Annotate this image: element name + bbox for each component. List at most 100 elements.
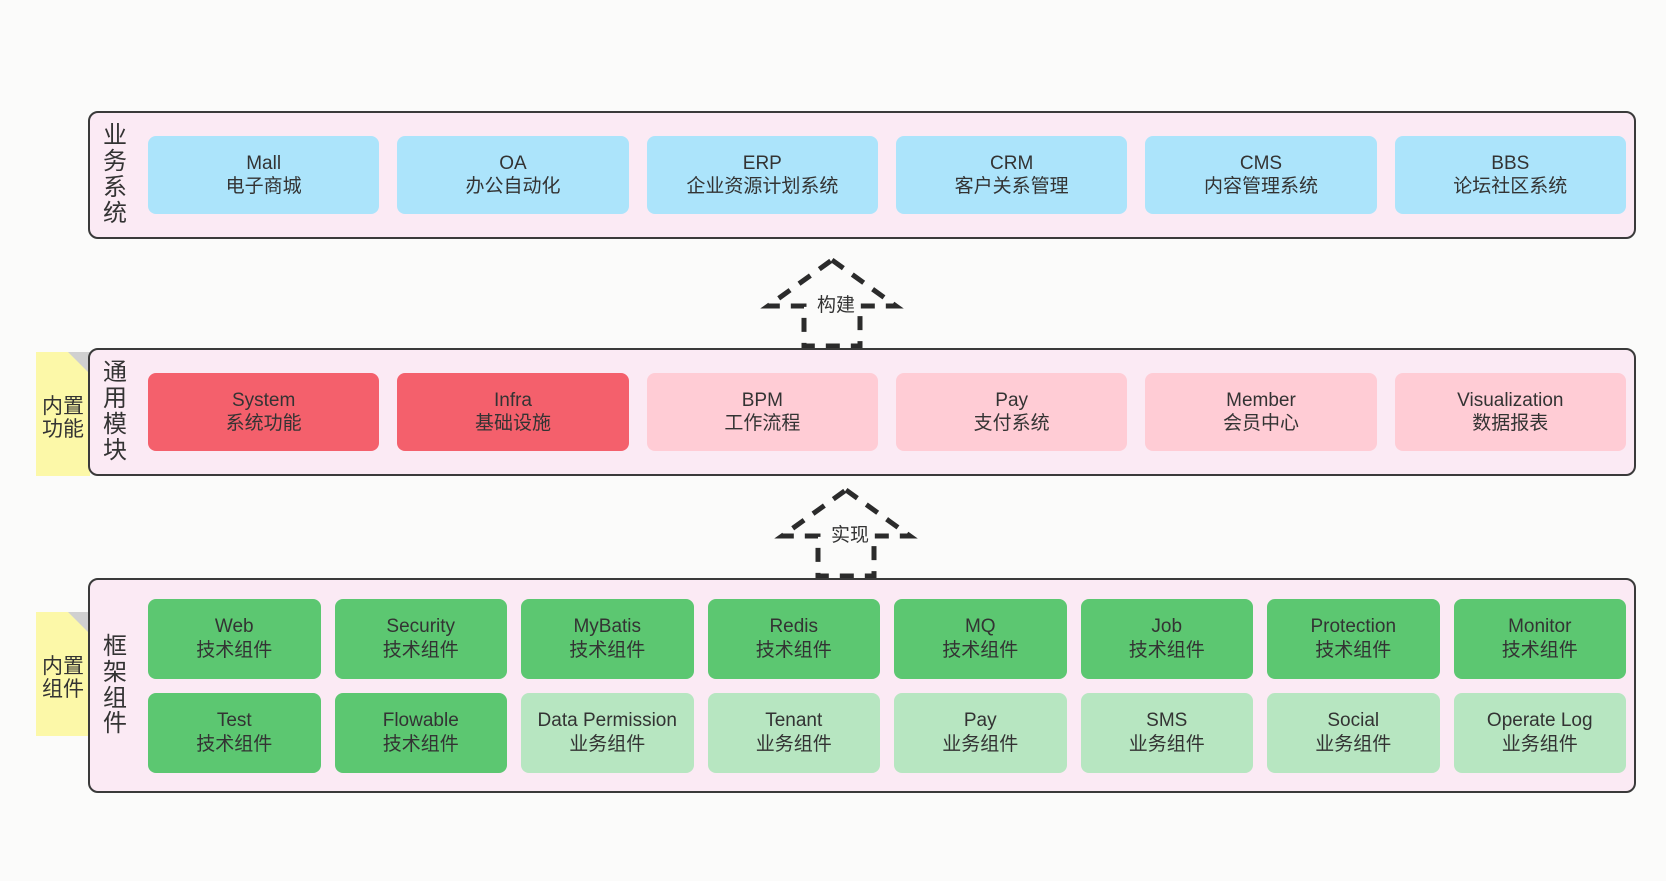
card-desc: 电子商城 <box>225 176 302 197</box>
module-card-system[interactable]: System 系统功能 <box>148 373 380 451</box>
card-desc: 数据报表 <box>1472 413 1549 434</box>
card-name: Member <box>1226 389 1296 411</box>
card-name: Social <box>1327 710 1380 732</box>
framework-card-test[interactable]: Test 技术组件 <box>148 692 321 773</box>
business-card-mall[interactable]: Mall 电子商城 <box>148 136 380 214</box>
card-desc: 会员中心 <box>1222 413 1299 434</box>
card-name: MQ <box>964 616 996 638</box>
business-card-erp[interactable]: ERP 企业资源计划系统 <box>646 136 878 214</box>
card-desc: 客户关系管理 <box>954 176 1069 197</box>
card-desc: 技术组件 <box>196 733 273 755</box>
card-desc: 技术组件 <box>196 639 273 661</box>
card-desc: 技术组件 <box>382 639 459 661</box>
card-name: SMS <box>1146 710 1188 732</box>
card-desc: 工作流程 <box>724 413 801 434</box>
card-name: Monitor <box>1508 616 1572 638</box>
card-desc: 业务组件 <box>1501 733 1578 755</box>
module-card-bpm[interactable]: BPM 工作流程 <box>646 373 878 451</box>
card-name: Job <box>1151 616 1183 638</box>
card-name: Pay <box>995 389 1029 411</box>
module-card-visualization[interactable]: Visualization 数据报表 <box>1394 373 1626 451</box>
card-name: Security <box>386 616 456 638</box>
card-desc: 业务组件 <box>1315 733 1392 755</box>
framework-card-mybatis[interactable]: MyBatis 技术组件 <box>521 598 694 679</box>
framework-card-web[interactable]: Web 技术组件 <box>148 598 321 679</box>
framework-layer-title: 框架组件 <box>103 632 127 738</box>
business-card-crm[interactable]: CRM 客户关系管理 <box>895 136 1128 214</box>
card-name: BPM <box>741 389 783 411</box>
framework-card-monitor[interactable]: Monitor 技术组件 <box>1453 598 1626 679</box>
framework-card-data-permission[interactable]: Data Permission 业务组件 <box>521 692 694 773</box>
framework-card-tenant[interactable]: Tenant 业务组件 <box>707 692 880 773</box>
module-card-pay[interactable]: Pay 支付系统 <box>895 373 1128 451</box>
business-card-bbs[interactable]: BBS 论坛社区系统 <box>1394 136 1626 214</box>
module-card-member[interactable]: Member 会员中心 <box>1145 373 1377 451</box>
framework-card-operate-log[interactable]: Operate Log 业务组件 <box>1453 692 1626 773</box>
note-label: 内置组件 <box>42 654 84 701</box>
framework-card-pay[interactable]: Pay 业务组件 <box>894 692 1067 773</box>
card-name: BBS <box>1491 152 1530 174</box>
card-name: System <box>231 389 296 411</box>
note-fold-corner-icon <box>68 352 90 374</box>
business-systems-layer: 业务系统 Mall 电子商城 OA 办公自动化 ERP 企业资源计划系统 CRM… <box>88 111 1636 239</box>
card-desc: 技术组件 <box>569 639 646 661</box>
note-fold-corner-icon <box>68 612 90 634</box>
framework-card-job[interactable]: Job 技术组件 <box>1080 598 1253 679</box>
module-layer-title: 通用模块 <box>103 359 127 464</box>
card-desc: 技术组件 <box>755 639 832 661</box>
card-name: OA <box>499 152 527 174</box>
generalization-arrow-implement <box>766 486 926 579</box>
card-name: ERP <box>742 152 782 174</box>
framework-card-flowable[interactable]: Flowable 技术组件 <box>334 692 507 773</box>
sticky-note-builtin-component: 内置组件 <box>36 612 90 736</box>
card-name: Visualization <box>1457 389 1564 411</box>
card-name: Flowable <box>382 710 459 732</box>
card-desc: 技术组件 <box>382 733 459 755</box>
card-name: Protection <box>1310 616 1397 638</box>
business-card-oa[interactable]: OA 办公自动化 <box>397 136 629 214</box>
card-desc: 技术组件 <box>1501 639 1578 661</box>
business-layer-body: Mall 电子商城 OA 办公自动化 ERP 企业资源计划系统 CRM 客户关系… <box>140 113 1634 237</box>
card-desc: 业务组件 <box>755 733 832 755</box>
business-card-cms[interactable]: CMS 内容管理系统 <box>1145 136 1377 214</box>
card-name: Operate Log <box>1486 710 1593 732</box>
card-desc: 论坛社区系统 <box>1453 176 1568 197</box>
card-desc: 企业资源计划系统 <box>686 176 839 197</box>
card-name: Tenant <box>765 710 823 732</box>
framework-row-business: Test 技术组件 Flowable 技术组件 Data Permission … <box>148 692 1626 773</box>
common-modules-layer: 通用模块 System 系统功能 Infra 基础设施 BPM 工作流程 Pay… <box>88 348 1636 476</box>
card-desc: 技术组件 <box>942 639 1019 661</box>
framework-components-layer: 框架组件 Web 技术组件 Security 技术组件 MyBatis 技术组件… <box>88 578 1636 793</box>
framework-row-tech: Web 技术组件 Security 技术组件 MyBatis 技术组件 Redi… <box>148 598 1626 679</box>
framework-layer-body: Web 技术组件 Security 技术组件 MyBatis 技术组件 Redi… <box>140 580 1634 791</box>
card-desc: 业务组件 <box>942 733 1019 755</box>
framework-card-redis[interactable]: Redis 技术组件 <box>707 598 880 679</box>
card-name: Pay <box>963 710 997 732</box>
framework-card-social[interactable]: Social 业务组件 <box>1267 692 1440 773</box>
card-name: Web <box>214 616 254 638</box>
framework-card-mq[interactable]: MQ 技术组件 <box>894 598 1067 679</box>
framework-card-protection[interactable]: Protection 技术组件 <box>1267 598 1440 679</box>
card-desc: 办公自动化 <box>465 176 561 197</box>
card-desc: 业务组件 <box>569 733 646 755</box>
note-label: 内置功能 <box>42 394 84 441</box>
card-desc: 系统功能 <box>225 413 302 434</box>
card-name: CRM <box>990 152 1034 174</box>
card-name: MyBatis <box>573 616 642 638</box>
card-desc: 内容管理系统 <box>1203 176 1318 197</box>
arrow-build-label: 构建 <box>817 295 856 316</box>
card-desc: 技术组件 <box>1128 639 1205 661</box>
card-name: Mall <box>246 152 282 174</box>
card-name: Data Permission <box>537 710 677 732</box>
card-desc: 业务组件 <box>1128 733 1205 755</box>
card-name: Test <box>216 710 252 732</box>
business-layer-title: 业务系统 <box>103 122 127 227</box>
card-name: CMS <box>1239 152 1283 174</box>
module-layer-body: System 系统功能 Infra 基础设施 BPM 工作流程 Pay 支付系统… <box>140 350 1634 474</box>
card-desc: 支付系统 <box>973 413 1050 434</box>
module-card-infra[interactable]: Infra 基础设施 <box>397 373 629 451</box>
framework-card-security[interactable]: Security 技术组件 <box>334 598 507 679</box>
arrow-implement-label: 实现 <box>831 525 870 546</box>
card-desc: 技术组件 <box>1315 639 1392 661</box>
framework-card-sms[interactable]: SMS 业务组件 <box>1080 692 1253 773</box>
